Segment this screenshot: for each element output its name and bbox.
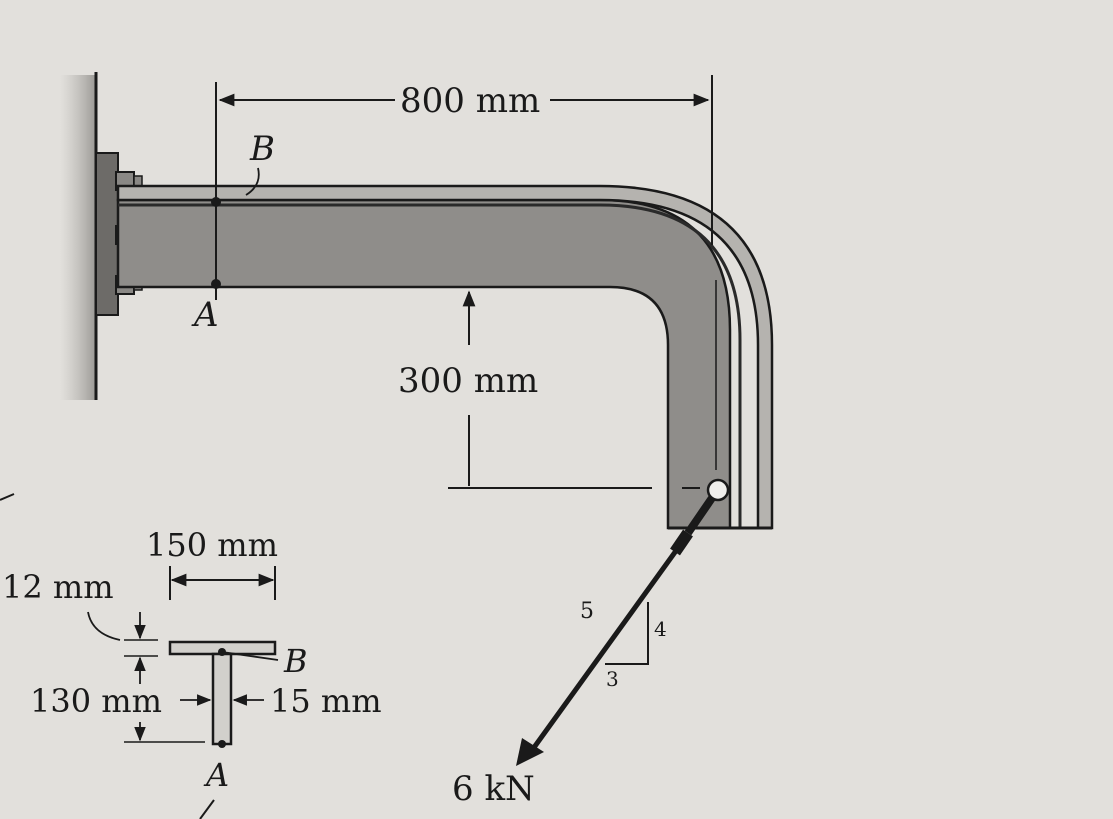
pin-and-cable (516, 478, 730, 766)
dimension-130 (124, 694, 212, 743)
section-web (211, 652, 233, 746)
label-point-a: A (191, 295, 219, 335)
label-point-b: B (249, 129, 275, 169)
slope-label-vert: 4 (654, 617, 667, 641)
load-arrow (527, 546, 681, 755)
dimension-150 (169, 566, 276, 600)
slope-triangle (605, 602, 649, 665)
dimension-300 (448, 290, 700, 489)
section-label-b: B (283, 642, 308, 680)
point-b-marker (211, 197, 221, 207)
point-b-leader (245, 167, 260, 196)
dimension-150-label: 150 mm (146, 526, 278, 564)
dimension-800 (218, 75, 713, 245)
section-line-ab (211, 82, 260, 300)
slope-label-horiz: 3 (606, 667, 619, 691)
dimension-300-label: 300 mm (398, 361, 538, 401)
dimension-800-label: 800 mm (400, 81, 540, 121)
pin-icon (706, 478, 730, 502)
dimension-15-label: 15 mm (270, 682, 382, 720)
section-point-a (218, 740, 226, 748)
page-mark (0, 493, 15, 501)
dimension-12-label: 12 mm (2, 568, 114, 606)
dimension-130-label: 130 mm (30, 682, 162, 720)
slope-label-hyp: 5 (580, 599, 594, 624)
cross-section (168, 640, 279, 748)
point-a-marker (211, 279, 221, 289)
wall (60, 72, 98, 400)
page-mark (199, 799, 215, 819)
section-label-a: A (203, 756, 229, 794)
dimension-12 (87, 611, 158, 684)
curved-beam (116, 184, 774, 530)
load-label: 6 kN (452, 769, 535, 809)
